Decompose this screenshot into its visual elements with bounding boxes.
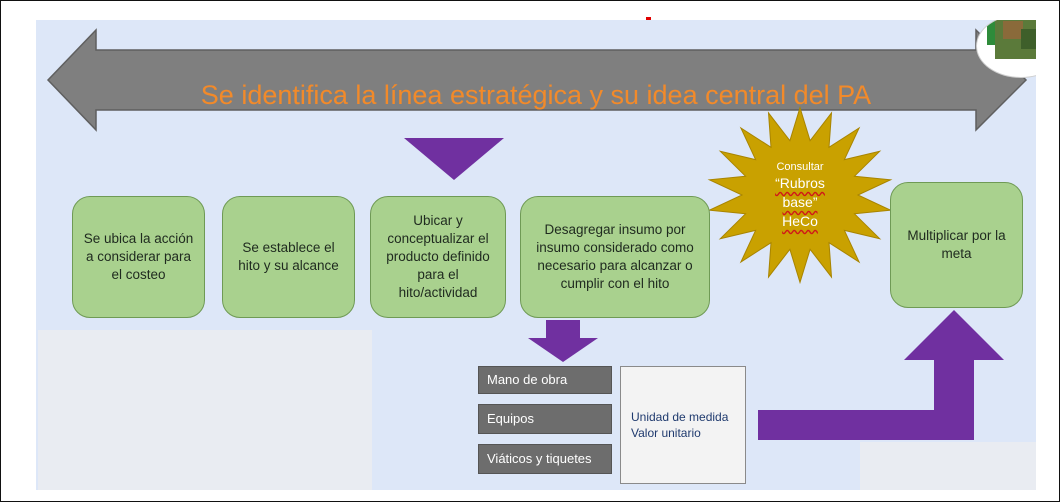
input-item-labor: Mano de obra: [478, 366, 612, 394]
elbow-up-arrow: [758, 310, 1004, 440]
step-label-3: Ubicar y conceptualizar el producto defi…: [386, 213, 490, 300]
slide: Se identifica la línea estratégica y su …: [36, 20, 1036, 490]
logo: [976, 20, 1036, 78]
star-label-line1: “Rubros: [775, 175, 825, 191]
red-marker: [646, 17, 651, 22]
redacted-area-right: [860, 442, 1036, 490]
step-box-2: Se establece el hito y su alcance: [222, 196, 355, 318]
star-label-line2: base”: [782, 194, 818, 210]
unit-info-line1: Unidad de medida: [631, 410, 729, 424]
step-box-1: Se ubica la acción a considerar para el …: [72, 196, 205, 318]
star-label-line3: HeCo: [782, 213, 818, 229]
step-label-1: Se ubica la acción a considerar para el …: [83, 231, 194, 282]
step-label-5: Multiplicar por la meta: [907, 228, 1006, 261]
star-label-top: Consultar: [776, 161, 824, 173]
unit-info-box: Unidad de medida Valor unitario: [620, 366, 746, 484]
star-label: Consultar “Rubros base” HeCo: [740, 160, 860, 231]
step-box-4: Desagregar insumo por insumo considerado…: [520, 196, 710, 318]
banner-title: Se identifica la línea estratégica y su …: [200, 80, 872, 110]
step-label-2: Se establece el hito y su alcance: [238, 240, 339, 273]
step-box-3: Ubicar y conceptualizar el producto defi…: [370, 196, 506, 318]
banner-arrow: [46, 28, 1028, 132]
down-arrow-top: [404, 138, 504, 180]
input-item-equipment: Equipos: [478, 404, 612, 434]
down-arrow-middle-stem: [546, 320, 580, 340]
diagram-shapes: [46, 28, 1028, 440]
redacted-area-left: [38, 330, 372, 490]
input-item-travel: Viáticos y tiquetes: [478, 444, 612, 474]
logo-image: [987, 20, 1036, 59]
step-box-5: Multiplicar por la meta: [890, 182, 1023, 308]
down-arrow-middle: [528, 338, 598, 362]
unit-info-line2: Valor unitario: [631, 426, 701, 440]
step-label-4: Desagregar insumo por insumo considerado…: [536, 222, 694, 291]
star-burst: [707, 105, 893, 285]
